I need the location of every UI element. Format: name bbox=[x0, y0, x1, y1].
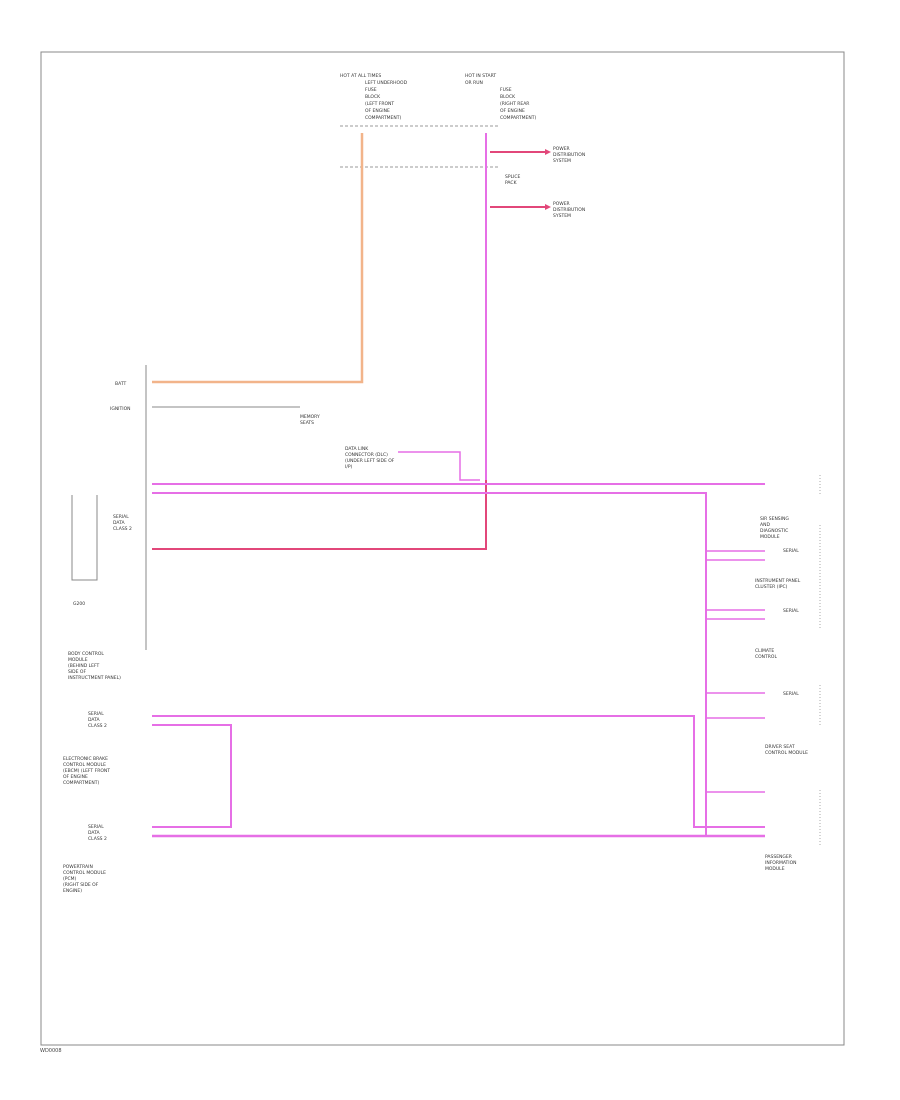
bcm-serial-label-2: CLASS 2 bbox=[113, 526, 132, 532]
pcm-section: SERIAL DATA CLASS 2 POWERTRAIN CONTROL M… bbox=[63, 824, 765, 894]
footer-code: WD0008 bbox=[40, 1048, 62, 1054]
passenger-label-0: PASSENGER bbox=[765, 854, 792, 860]
memory-seats-label-1: SEATS bbox=[300, 420, 314, 426]
bcm-serial-label-1: DATA bbox=[113, 520, 126, 526]
data-link-connector: DATA LINK CONNECTOR (DLC) (UNDER LEFT SI… bbox=[345, 446, 480, 481]
ignition-pin-label: IGNITION bbox=[110, 406, 131, 412]
fuse-right-label-3: BLOCK bbox=[500, 94, 516, 100]
ebcm-section: SERIAL DATA CLASS 2 ELECTRONIC BRAKE CON… bbox=[63, 711, 765, 828]
ipc-serial-label: SERIAL bbox=[783, 608, 799, 614]
ground-bracket-left bbox=[71, 495, 98, 581]
fuse-right-label-1: OR RUN bbox=[465, 80, 483, 86]
battery-feed-wire bbox=[152, 133, 364, 384]
ipc-label-1: CLUSTER (IPC) bbox=[755, 584, 788, 590]
pds-top-label-0: POWER bbox=[553, 146, 570, 152]
power-distribution-bottom: POWER DISTRIBUTION SYSTEM bbox=[490, 201, 585, 219]
sir-serial-label: SERIAL bbox=[783, 548, 799, 554]
ebcm-label-4: COMPARTMENT) bbox=[63, 780, 99, 786]
diagram-frame bbox=[40, 51, 845, 1046]
pds-top-label-2: SYSTEM bbox=[553, 158, 571, 164]
bcm-label-4: INSTRUCTMENT PANEL) bbox=[68, 675, 121, 681]
ebcm-wire-1 bbox=[152, 715, 765, 828]
pds-bottom-label-0: POWER bbox=[553, 201, 570, 207]
pcm-serial-label-1: DATA bbox=[88, 830, 101, 836]
ground-label: G200 bbox=[73, 601, 85, 607]
sir-label-2: DIAGNOSTIC bbox=[760, 528, 788, 534]
fuse-right-label-0: HOT IN START bbox=[465, 73, 496, 79]
driver-seat-label-1: CONTROL MODULE bbox=[765, 750, 808, 756]
ebcm-label-2: (EBCM) (LEFT FRONT bbox=[63, 768, 110, 774]
pds-bottom-label-1: DISTRIBUTION bbox=[553, 207, 585, 213]
fuse-left-label-3: BLOCK bbox=[365, 94, 381, 100]
ebcm-label-3: OF ENGINE bbox=[63, 774, 88, 780]
splice-label-1: PACK bbox=[505, 180, 518, 186]
serial-data-bus-2 bbox=[152, 492, 765, 837]
fuse-left-label-1: LEFT UNDERHOOD bbox=[365, 80, 408, 86]
bcm-label-1: MODULE bbox=[68, 657, 88, 663]
ebcm-serial-label-2: CLASS 2 bbox=[88, 723, 107, 729]
ebcm-serial-label-0: SERIAL bbox=[88, 711, 104, 717]
bcm-label-2: (BEHIND LEFT bbox=[68, 663, 100, 669]
dlc-label-3: I/P) bbox=[345, 464, 353, 470]
bcm-serial-label-0: SERIAL bbox=[113, 514, 129, 520]
fuse-right-label-6: COMPARTMENT) bbox=[500, 115, 536, 121]
splice-label-0: SPLICE bbox=[505, 174, 521, 180]
bcm-ignition-wire bbox=[152, 480, 487, 550]
body-control-module: BATT IGNITION BODY CONTROL MODULE (BEHIN… bbox=[68, 365, 147, 681]
dlc-label-0: DATA LINK bbox=[345, 446, 369, 452]
pcm-label-3: (RIGHT SIDE OF bbox=[63, 882, 99, 888]
climate-label-1: CONTROL bbox=[755, 654, 777, 660]
pds-arrowhead-bottom bbox=[545, 204, 551, 210]
climate-serial-label: SERIAL bbox=[783, 691, 799, 697]
top-left-fuse-block: HOT AT ALL TIMES LEFT UNDERHOOD FUSE BLO… bbox=[340, 73, 408, 121]
pcm-label-1: CONTROL MODULE bbox=[63, 870, 106, 876]
dlc-label-1: CONNECTOR (DLC) bbox=[345, 452, 388, 458]
passenger-label-1: INFORMATION bbox=[765, 860, 797, 866]
fuse-left-label-4: (LEFT FRONT bbox=[365, 101, 394, 107]
fuse-left-label-0: HOT AT ALL TIMES bbox=[340, 73, 381, 79]
right-modules: SIR SENSING AND DIAGNOSTIC MODULE SERIAL… bbox=[706, 516, 821, 872]
ipc-label-0: INSTRUMENT PANEL bbox=[755, 578, 801, 584]
fuse-right-label-5: OF ENGINE bbox=[500, 108, 525, 114]
fuse-right-label-2: FUSE bbox=[500, 87, 512, 93]
ebcm-serial-label-1: DATA bbox=[88, 717, 101, 723]
memory-seats-label-0: MEMORY bbox=[300, 414, 320, 420]
fuse-left-label-6: COMPARTMENT) bbox=[365, 115, 401, 121]
pds-bottom-label-2: SYSTEM bbox=[553, 213, 571, 219]
sir-label-1: AND bbox=[760, 522, 770, 528]
battery-pin-label: BATT bbox=[115, 381, 126, 387]
memory-seats-connector: MEMORY SEATS bbox=[152, 406, 320, 426]
top-right-fuse-block: HOT IN START OR RUN FUSE BLOCK (RIGHT RE… bbox=[465, 73, 536, 121]
sir-label-0: SIR SENSING bbox=[760, 516, 789, 522]
pcm-serial-label-0: SERIAL bbox=[88, 824, 104, 830]
pds-arrowhead-top bbox=[545, 149, 551, 155]
fuse-right-label-4: (RIGHT REAR bbox=[500, 101, 529, 107]
ebcm-wire-2 bbox=[152, 724, 232, 828]
dlc-label-2: (UNDER LEFT SIDE OF bbox=[345, 458, 395, 464]
passenger-label-2: MODULE bbox=[765, 866, 785, 872]
ebcm-label-0: ELECTRONIC BRAKE bbox=[63, 756, 108, 762]
bcm-label-3: SIDE OF bbox=[68, 669, 86, 675]
dlc-wire bbox=[398, 451, 480, 481]
driver-seat-label-0: DRIVER SEAT bbox=[765, 744, 795, 750]
power-distribution-top: POWER DISTRIBUTION SYSTEM bbox=[490, 146, 585, 164]
pcm-serial-label-2: CLASS 2 bbox=[88, 836, 107, 842]
climate-label-0: CLIMATE bbox=[755, 648, 774, 654]
pcm-label-0: POWERTRAIN bbox=[63, 864, 93, 870]
fuse-left-label-5: OF ENGINE bbox=[365, 108, 390, 114]
pcm-label-2: (PCM) bbox=[63, 876, 76, 882]
fuse-left-label-2: FUSE bbox=[365, 87, 377, 93]
pds-top-label-1: DISTRIBUTION bbox=[553, 152, 585, 158]
pcm-label-4: ENGINE) bbox=[63, 888, 82, 894]
bcm-label-0: BODY CONTROL bbox=[68, 651, 104, 657]
ebcm-label-1: CONTROL MODULE bbox=[63, 762, 106, 768]
sir-label-3: MODULE bbox=[760, 534, 780, 540]
